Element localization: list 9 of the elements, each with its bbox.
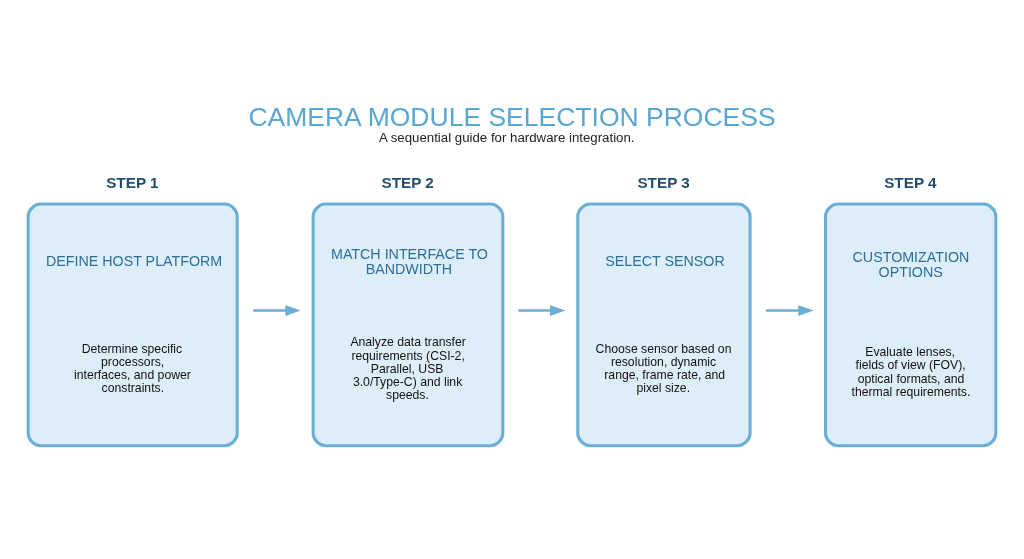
node-label: STEP 3: [637, 174, 690, 192]
node-label: STEP 1: [106, 174, 159, 192]
node-label: STEP 2: [381, 174, 434, 192]
arrow: [253, 305, 301, 316]
caption: A sequential guide for hardware integration.: [378, 130, 635, 146]
arrow: [765, 305, 814, 316]
diagram-title: CAMERA MODULE SELECTION PROCESS: [248, 102, 776, 133]
node-label: STEP 4: [884, 174, 937, 192]
arrow: [518, 305, 566, 316]
